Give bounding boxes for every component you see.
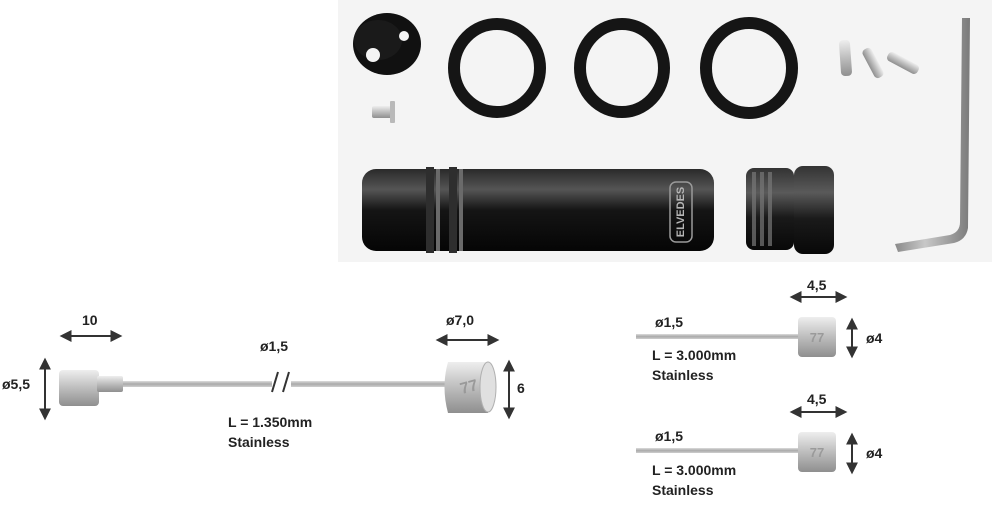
cable-nipple [59,370,99,406]
main-cable: 77 [59,361,497,413]
brand-logo: ELVEDES [675,187,687,238]
head-length-label: 4,5 [807,277,827,293]
o-ring [574,18,670,118]
threaded-cap [746,166,834,254]
nipple-length-label: 10 [82,312,98,328]
barrel-diameter-label: ø7,0 [446,312,475,328]
dimension-arrows-top-right [789,291,858,359]
head-diameter-label: ø4 [866,445,883,461]
cable-diameter-label: ø1,5 [655,314,684,330]
cable-head [798,432,836,472]
head-diameter-label: ø4 [866,330,883,346]
barrel-height-label: 6 [517,380,525,396]
cable-diameter-label: ø1,5 [260,338,289,354]
main-tube: ELVEDES [362,167,714,253]
o-ring [700,17,798,119]
svg-text:77: 77 [810,445,824,460]
cable-diameter-label: ø1,5 [655,428,684,444]
pins [839,39,919,79]
svg-text:77: 77 [810,330,824,345]
nipple-diameter-label: ø5,5 [2,376,31,392]
cable-material-label: Stainless [652,367,714,383]
cable-length-label: L = 3.000mm [652,462,737,478]
small-screw [372,101,395,123]
svg-text:77: 77 [458,377,480,398]
o-ring [448,18,546,118]
head-length-label: 4,5 [807,391,827,407]
cable-top-right: 77 [636,317,836,357]
cable-length-label: L = 3.000mm [652,347,737,363]
cable-length-label: L = 1.350mm [228,414,313,430]
dimension-arrows-main [39,330,515,421]
cable-material-label: Stainless [652,482,714,498]
cable-material-label: Stainless [228,434,290,450]
end-plate [353,13,421,75]
cable-bottom-right: 77 [636,432,836,472]
dimension-arrows-bottom-right [789,406,858,475]
hex-key [895,18,970,252]
cable-head [798,317,836,357]
